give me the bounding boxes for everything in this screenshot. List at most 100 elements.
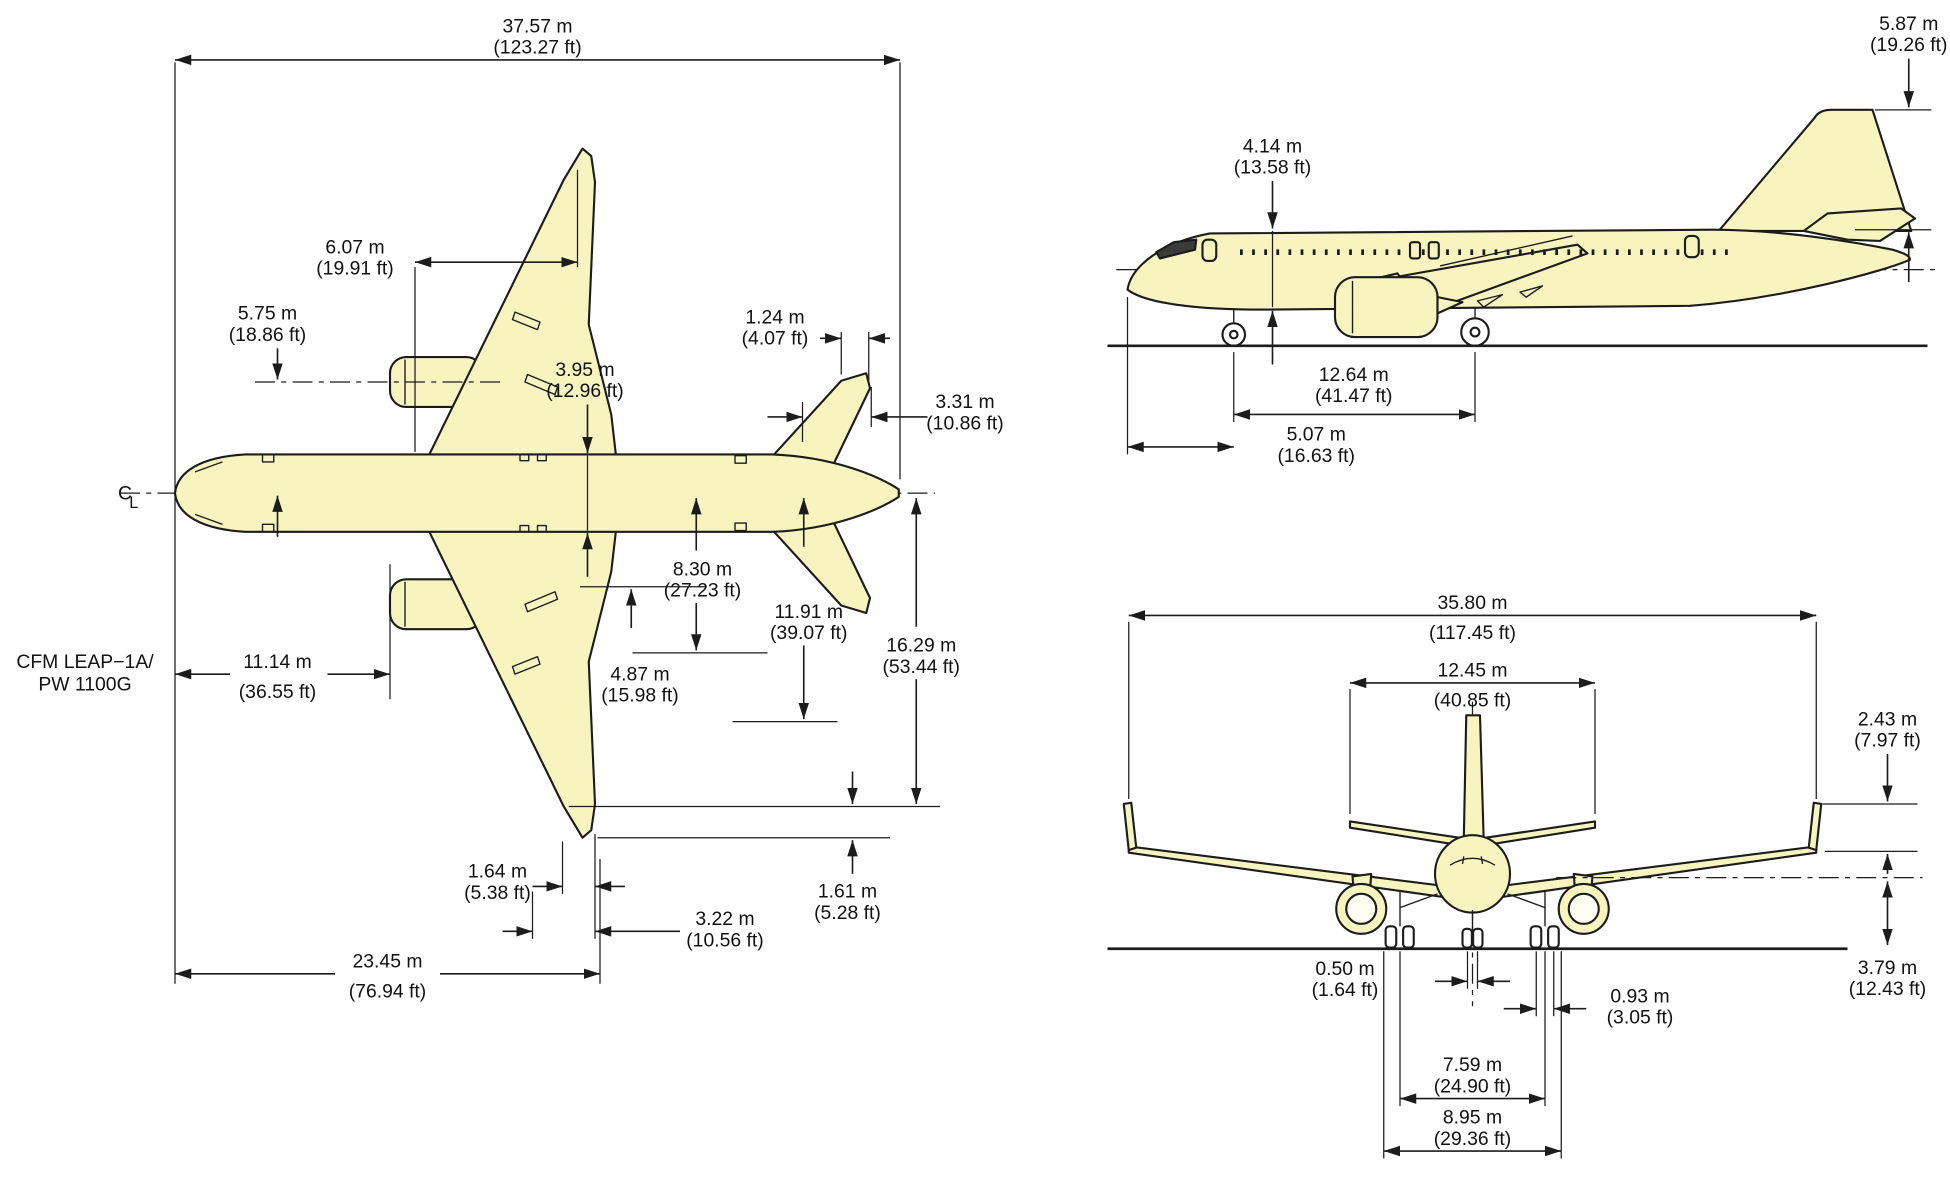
vertical-fin-front <box>1462 714 1485 843</box>
dim-span-station-inner-m: 8.30 m <box>673 559 732 581</box>
gear-brace <box>1399 893 1438 909</box>
dim-nose-gear-wheel-spacing: 0.50 m (1.64 ft) <box>1312 951 1510 1001</box>
dim-stabilizer-tip-offset-m: 3.31 m <box>935 391 994 413</box>
dim-overall-length-m: 37.57 m <box>503 15 573 37</box>
wheel-hub <box>1469 326 1481 338</box>
plan-view: C L 3 <box>16 15 1003 1002</box>
engine-exhaust-cone <box>1436 296 1464 315</box>
main-wheel <box>1384 925 1398 949</box>
dim-outer-wheel-span-ft: (29.36 ft) <box>1434 1128 1512 1150</box>
overwing-exit <box>1408 241 1422 260</box>
spoiler-marker <box>511 311 541 331</box>
side-view: 5.87 m (19.26 ft) 4.14 m (13.58 ft) 12.6… <box>1107 13 1948 467</box>
dim-wingtip-offset: 3.22 m (10.56 ft) <box>502 891 764 951</box>
fuselage-front <box>1433 834 1512 914</box>
front-view: 35.80 m (117.45 ft) 12.45 m (40.85 ft) 2… <box>1107 592 1926 1159</box>
dim-outer-wheel-span: 8.95 m (29.36 ft) <box>1383 951 1562 1159</box>
dim-sharklet-height-ft: (7.97 ft) <box>1854 730 1921 752</box>
dim-flap-station-m: 4.87 m <box>610 663 669 685</box>
dim-fuselage-height-ft: (13.58 ft) <box>1234 157 1312 179</box>
dim-nose-to-nose-gear-ft: (16.63 ft) <box>1277 445 1355 467</box>
dim-wheelbase: 12.64 m (41.47 ft) <box>1233 352 1476 422</box>
spoiler-marker <box>524 591 559 613</box>
dim-half-span: 16.29 m (53.44 ft) <box>568 498 960 808</box>
engine-type-line2: PW 1100G <box>38 673 131 695</box>
dim-stabilizer-span-m: 12.45 m <box>1438 660 1508 682</box>
dim-wingtip-rake-ft: (5.28 ft) <box>814 902 881 924</box>
dim-fin-height: 5.87 m (19.26 ft) <box>1855 13 1948 283</box>
dim-sharklet-height: 2.43 m (7.97 ft) <box>1822 708 1921 874</box>
dim-stabilizer-tip-chord-ft: (4.07 ft) <box>742 328 809 350</box>
dim-wingtip-rake-m: 1.61 m <box>818 881 877 903</box>
dim-half-span-ft: (53.44 ft) <box>882 656 960 678</box>
engine-inlet-front <box>1345 892 1378 925</box>
dim-main-gear-track: 7.59 m (24.90 ft) <box>1399 951 1546 1107</box>
dim-overall-length: 37.57 m (123.27 ft) <box>174 15 901 984</box>
wing-lower <box>426 527 618 839</box>
sharklet-left <box>1122 801 1138 852</box>
door <box>1201 238 1218 262</box>
dim-wingtip-chord: 1.64 m (5.38 ft) <box>464 833 625 939</box>
dim-flap-station-ft: (15.98 ft) <box>601 685 679 707</box>
dim-span-station-outer-ft: (39.07 ft) <box>770 622 848 644</box>
overwing-exit-marker <box>519 453 530 462</box>
dim-wingtip-chord-ft: (5.38 ft) <box>464 882 531 904</box>
dim-nose-to-engine-inlet-ft: (36.55 ft) <box>239 681 317 703</box>
dim-wheelbase-ft: (41.47 ft) <box>1315 385 1393 407</box>
spoiler-marker <box>511 655 541 675</box>
dim-nose-to-nose-gear: 5.07 m (16.63 ft) <box>1126 297 1355 467</box>
dim-nose-to-wingtip-ft: (76.94 ft) <box>349 980 427 1002</box>
sharklet-right <box>1807 801 1823 852</box>
dim-fuselage-width: 3.95 m (12.96 ft) <box>546 359 624 577</box>
dim-fuselage-width-m: 3.95 m <box>555 359 614 381</box>
centerline-symbol-c: C <box>118 482 132 504</box>
dim-ground-clearance-reference: 3.79 m (12.43 ft) <box>1556 877 1926 1000</box>
plan-aircraft <box>173 147 900 839</box>
dim-stabilizer-tip-chord-m: 1.24 m <box>745 306 804 328</box>
fuselage <box>173 453 900 533</box>
front-aircraft <box>1122 714 1823 949</box>
cockpit-window-divider <box>1461 856 1465 865</box>
cockpit-windows <box>1155 238 1198 260</box>
dim-main-gear-wheel-spacing: 0.93 m (3.05 ft) <box>1503 951 1674 1029</box>
door-marker <box>734 522 747 532</box>
overwing-exit <box>1427 241 1440 260</box>
dim-stabilizer-tip-offset-ft: (10.86 ft) <box>926 412 1004 434</box>
centerline-symbol-l: L <box>129 494 138 512</box>
dim-fin-height-m: 5.87 m <box>1879 13 1938 35</box>
stabilizer-side <box>1802 207 1917 243</box>
engine-inlet-front <box>1567 892 1600 925</box>
dim-nose-to-engine-inlet: 11.14 m (36.55 ft) <box>175 564 391 703</box>
dim-wing-root-station-m: 6.07 m <box>325 236 384 258</box>
overwing-exit-marker <box>536 453 547 462</box>
overwing-exit-marker <box>536 524 547 533</box>
dim-nose-gear-wheel-spacing-ft: (1.64 ft) <box>1312 979 1379 1001</box>
dim-nose-to-nose-gear-m: 5.07 m <box>1287 424 1346 446</box>
dim-stabilizer-span: 12.45 m (40.85 ft) <box>1349 660 1596 814</box>
dim-span-station-outer: 11.91 m (39.07 ft) <box>732 498 848 723</box>
wing-upper <box>426 147 618 460</box>
dim-stabilizer-tip-offset: 3.31 m (10.86 ft) <box>767 387 1004 442</box>
dim-span-station-inner: 8.30 m (27.23 ft) <box>632 498 768 654</box>
dim-main-gear-track-ft: (24.90 ft) <box>1434 1075 1512 1097</box>
engine-type-label: CFM LEAP−1A/ PW 1100G <box>16 651 154 695</box>
dim-wingtip-offset-m: 3.22 m <box>695 908 754 930</box>
engine-type-line1: CFM LEAP−1A/ <box>16 651 154 673</box>
spoiler-marker <box>524 373 559 396</box>
dim-nose-to-wingtip-m: 23.45 m <box>353 951 423 973</box>
engine-nacelle-side <box>1333 276 1439 339</box>
dim-overall-length-ft: (123.27 ft) <box>493 37 581 59</box>
nose-wheel <box>1461 927 1473 949</box>
door <box>1683 234 1700 259</box>
main-wheel <box>1529 925 1543 949</box>
main-wheel <box>1547 925 1560 949</box>
far-wing-line <box>1439 235 1573 267</box>
dim-outer-wheel-span-m: 8.95 m <box>1443 1107 1502 1129</box>
dim-stabilizer-span-ft: (40.85 ft) <box>1434 690 1512 712</box>
dim-wingspan-ft: (117.45 ft) <box>1429 622 1516 644</box>
dim-engine-centerline-offset-ft: (18.86 ft) <box>229 324 307 346</box>
dim-flap-station: 4.87 m (15.98 ft) <box>580 586 705 707</box>
dim-main-gear-wheel-spacing-ft: (3.05 ft) <box>1607 1007 1674 1029</box>
